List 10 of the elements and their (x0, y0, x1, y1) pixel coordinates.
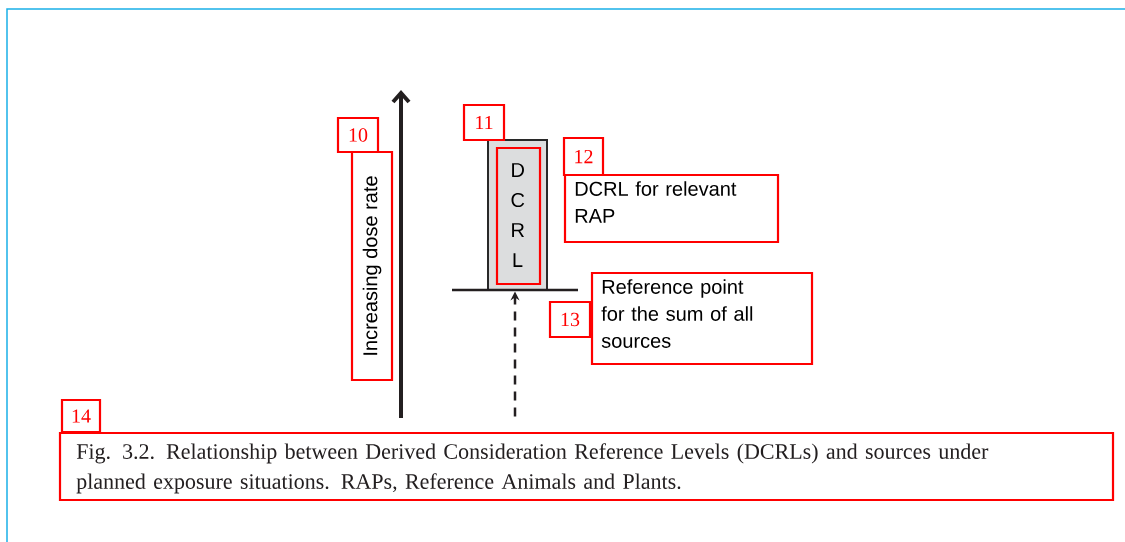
axis-label: Increasing dose rate (350, 150, 394, 382)
annotation-text: DCRL for relevant RAP (563, 173, 780, 244)
callout-number: 10 (336, 116, 380, 154)
callout-number: 12 (562, 136, 605, 177)
callout-number: 11 (462, 103, 506, 142)
callout-number: 14 (60, 398, 102, 434)
callout-number: 13 (548, 300, 592, 339)
annotation-text: Reference point for the sum of all sources (590, 271, 814, 366)
caption: Fig. 3.2. Relationship between Derived Consideration Reference Levels (DCRLs) and sources under planned exposure situations. RAPs, Reference Animals and Plants. (58, 431, 1115, 502)
dcrl-box: D C R L (487, 139, 548, 291)
